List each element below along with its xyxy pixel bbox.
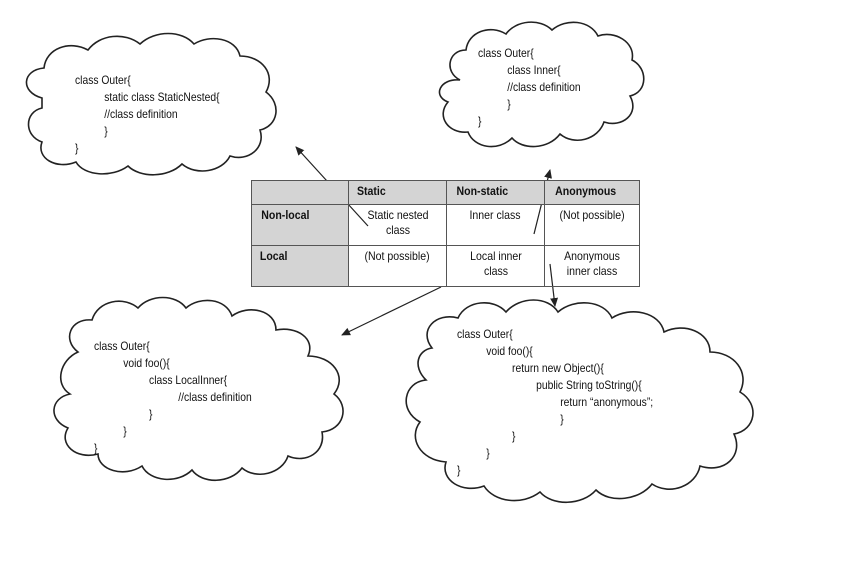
code-line: class LocalInner{ — [149, 373, 228, 387]
table-row-non-local: Non-local Static nested class Inner clas… — [251, 204, 640, 246]
cloud-inner — [438, 21, 645, 148]
row-header-non-local: Non-local — [251, 204, 349, 246]
cell-anonymous-inner: Anonymous inner class — [544, 245, 640, 287]
code-inner: class Outer{ class Inner{ //class defini… — [478, 45, 581, 130]
code-line: return “anonymous”; — [560, 395, 654, 409]
code-line: } — [507, 97, 511, 111]
column-header-anonymous: Anonymous — [544, 180, 640, 205]
code-line: } — [104, 124, 108, 138]
cell-local-inner: Local inner class — [446, 245, 545, 287]
cloud-anonymous — [405, 299, 754, 503]
code-anonymous: class Outer{ void foo(){ return new Obje… — [457, 326, 653, 479]
nested-class-matrix: Static Non-static Anonymous Non-local St… — [251, 180, 640, 287]
code-line: class Outer{ — [94, 339, 150, 353]
code-line: } — [94, 441, 98, 455]
column-header-non-static: Non-static — [446, 180, 545, 205]
code-local-inner: class Outer{ void foo(){ class LocalInne… — [94, 338, 252, 457]
column-header-static: Static — [348, 180, 447, 205]
code-line: } — [149, 407, 153, 421]
code-line: class Outer{ — [457, 327, 513, 341]
table-header-row: Static Non-static Anonymous — [251, 180, 640, 205]
arrow-to-local-inner — [341, 286, 442, 336]
code-line: return new Object(){ — [512, 361, 604, 375]
cell-not-possible-static: (Not possible) — [348, 245, 447, 287]
table-row-local: Local (Not possible) Local inner class A… — [251, 245, 640, 287]
code-line: } — [457, 463, 461, 477]
code-line: void foo(){ — [123, 356, 170, 370]
table-corner-cell — [251, 180, 349, 205]
code-line: //class definition — [507, 80, 581, 94]
code-line: //class definition — [104, 107, 178, 121]
cloud-static-nested — [25, 32, 277, 176]
code-line: } — [486, 446, 490, 460]
code-line: public String toString(){ — [536, 378, 642, 392]
code-static-nested: class Outer{ static class StaticNested{ … — [75, 72, 220, 157]
row-header-local: Local — [251, 245, 349, 287]
code-line: class Outer{ — [75, 73, 131, 87]
cloud-local-inner — [53, 296, 344, 481]
code-line: class Inner{ — [507, 63, 561, 77]
cell-static-nested: Static nested class — [348, 204, 447, 246]
code-line: } — [478, 114, 482, 128]
code-line: //class definition — [178, 390, 252, 404]
cell-not-possible-anonymous: (Not possible) — [544, 204, 640, 246]
code-line: } — [123, 424, 127, 438]
code-line: } — [75, 141, 79, 155]
cell-inner-class: Inner class — [446, 204, 545, 246]
code-line: static class StaticNested{ — [104, 90, 220, 104]
code-line: class Outer{ — [478, 46, 534, 60]
code-line: void foo(){ — [486, 344, 533, 358]
code-line: } — [560, 412, 564, 426]
code-line: } — [512, 429, 516, 443]
